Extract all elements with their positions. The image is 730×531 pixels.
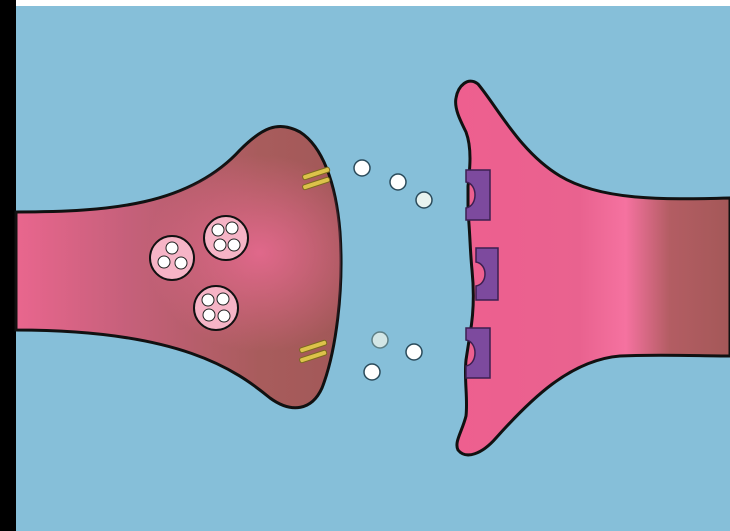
neurotransmitter-molecule-icon: [354, 160, 370, 176]
synaptic-vesicle-icon: [150, 236, 194, 280]
neurotransmitter-molecule-icon: [416, 192, 432, 208]
neurotransmitter-molecule-icon: [390, 174, 406, 190]
synaptic-vesicle-icon: [194, 286, 238, 330]
frame-top-strip: [16, 0, 730, 6]
synaptic-vesicle-icon: [204, 216, 248, 260]
neurotransmitter-molecule-icon: [406, 344, 422, 360]
neurotransmitter-molecule-icon: [372, 332, 388, 348]
neurotransmitter-molecule-icon: [364, 364, 380, 380]
